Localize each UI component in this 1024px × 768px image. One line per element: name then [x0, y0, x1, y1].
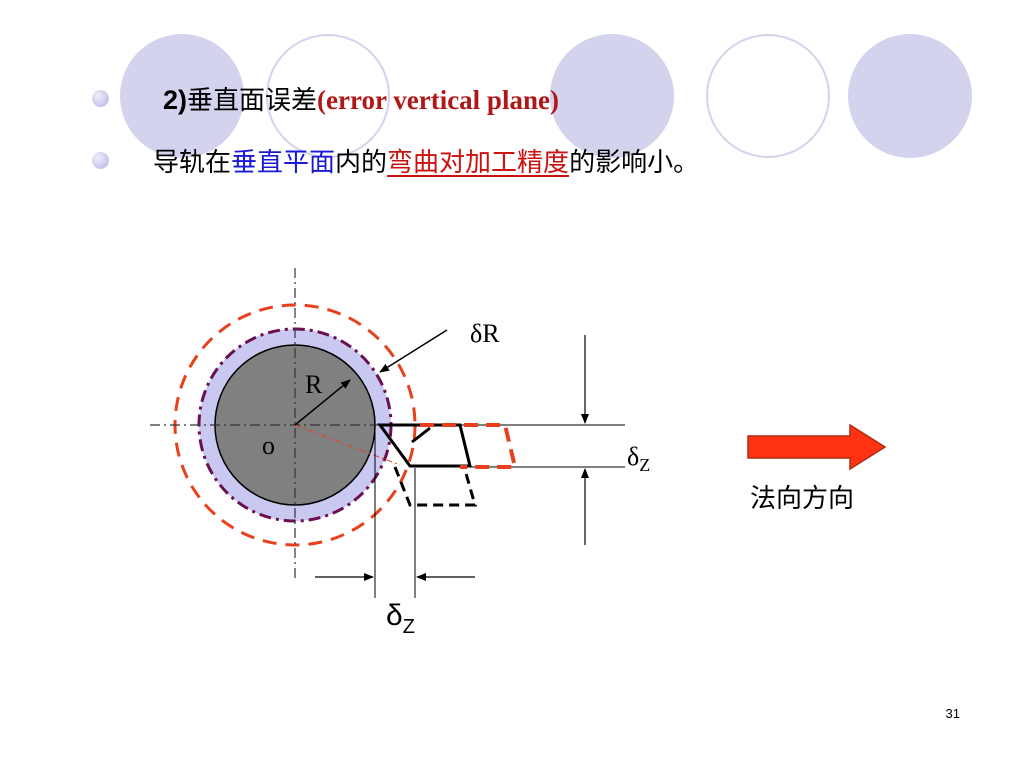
decor-ring-2	[706, 34, 830, 158]
label-delta-z-bottom: δZ	[386, 599, 415, 638]
page-number: 31	[945, 706, 960, 721]
bullet-2-part5: 的影响小。	[569, 148, 700, 178]
bullet-2-text: 导轨在垂直平面内的弯曲对加工精度的影响小。	[153, 142, 699, 179]
label-delta-z-right: δZ	[627, 442, 650, 475]
bullet-1-title-en: (error vertical plane)	[317, 85, 559, 115]
radius-arrow	[294, 379, 351, 426]
arrow-label: 法向方向	[750, 484, 854, 514]
tool-original	[377, 423, 472, 468]
bullet-1-title-cn: 垂直面误差	[187, 86, 318, 116]
label-delta-z-right-delta: δ	[627, 442, 639, 471]
tool-shifted-red	[420, 423, 518, 469]
bullet-dot-icon	[92, 90, 109, 107]
decor-ring-1	[266, 34, 390, 158]
tool-shifted-black	[393, 466, 477, 507]
label-r: R	[305, 370, 323, 399]
bullet-2-part3: 内的	[335, 148, 388, 178]
label-delta-r: δR	[470, 319, 500, 348]
label-delta-z-bottom-sub: Z	[403, 616, 415, 638]
normal-direction-arrow-icon	[747, 423, 887, 471]
decor-circle-1	[120, 34, 244, 158]
bullet-1-text: 2)垂直面误差(error vertical plane)	[163, 80, 559, 117]
bullet-2-vertical-plane: 垂直平面	[231, 148, 336, 178]
bullet-dot-icon	[92, 152, 109, 169]
label-delta-z-bottom-delta: δ	[386, 599, 403, 632]
bullet-line-1: 2)垂直面误差(error vertical plane)	[92, 80, 559, 117]
red-dashdot-line	[294, 424, 401, 466]
bullet-line-2: 导轨在垂直平面内的弯曲对加工精度的影响小。	[92, 142, 699, 179]
decor-circle-3	[848, 34, 972, 158]
decor-circle-2	[550, 34, 674, 158]
delta-r-leader-arrow	[379, 329, 448, 373]
label-o: o	[262, 431, 275, 460]
bullet-2-part1: 导轨在	[153, 148, 232, 178]
label-delta-z-right-sub: Z	[639, 455, 650, 475]
bullet-1-prefix: 2)	[163, 85, 188, 115]
bullet-2-bending-accuracy: 弯曲对加工精度	[387, 148, 570, 178]
